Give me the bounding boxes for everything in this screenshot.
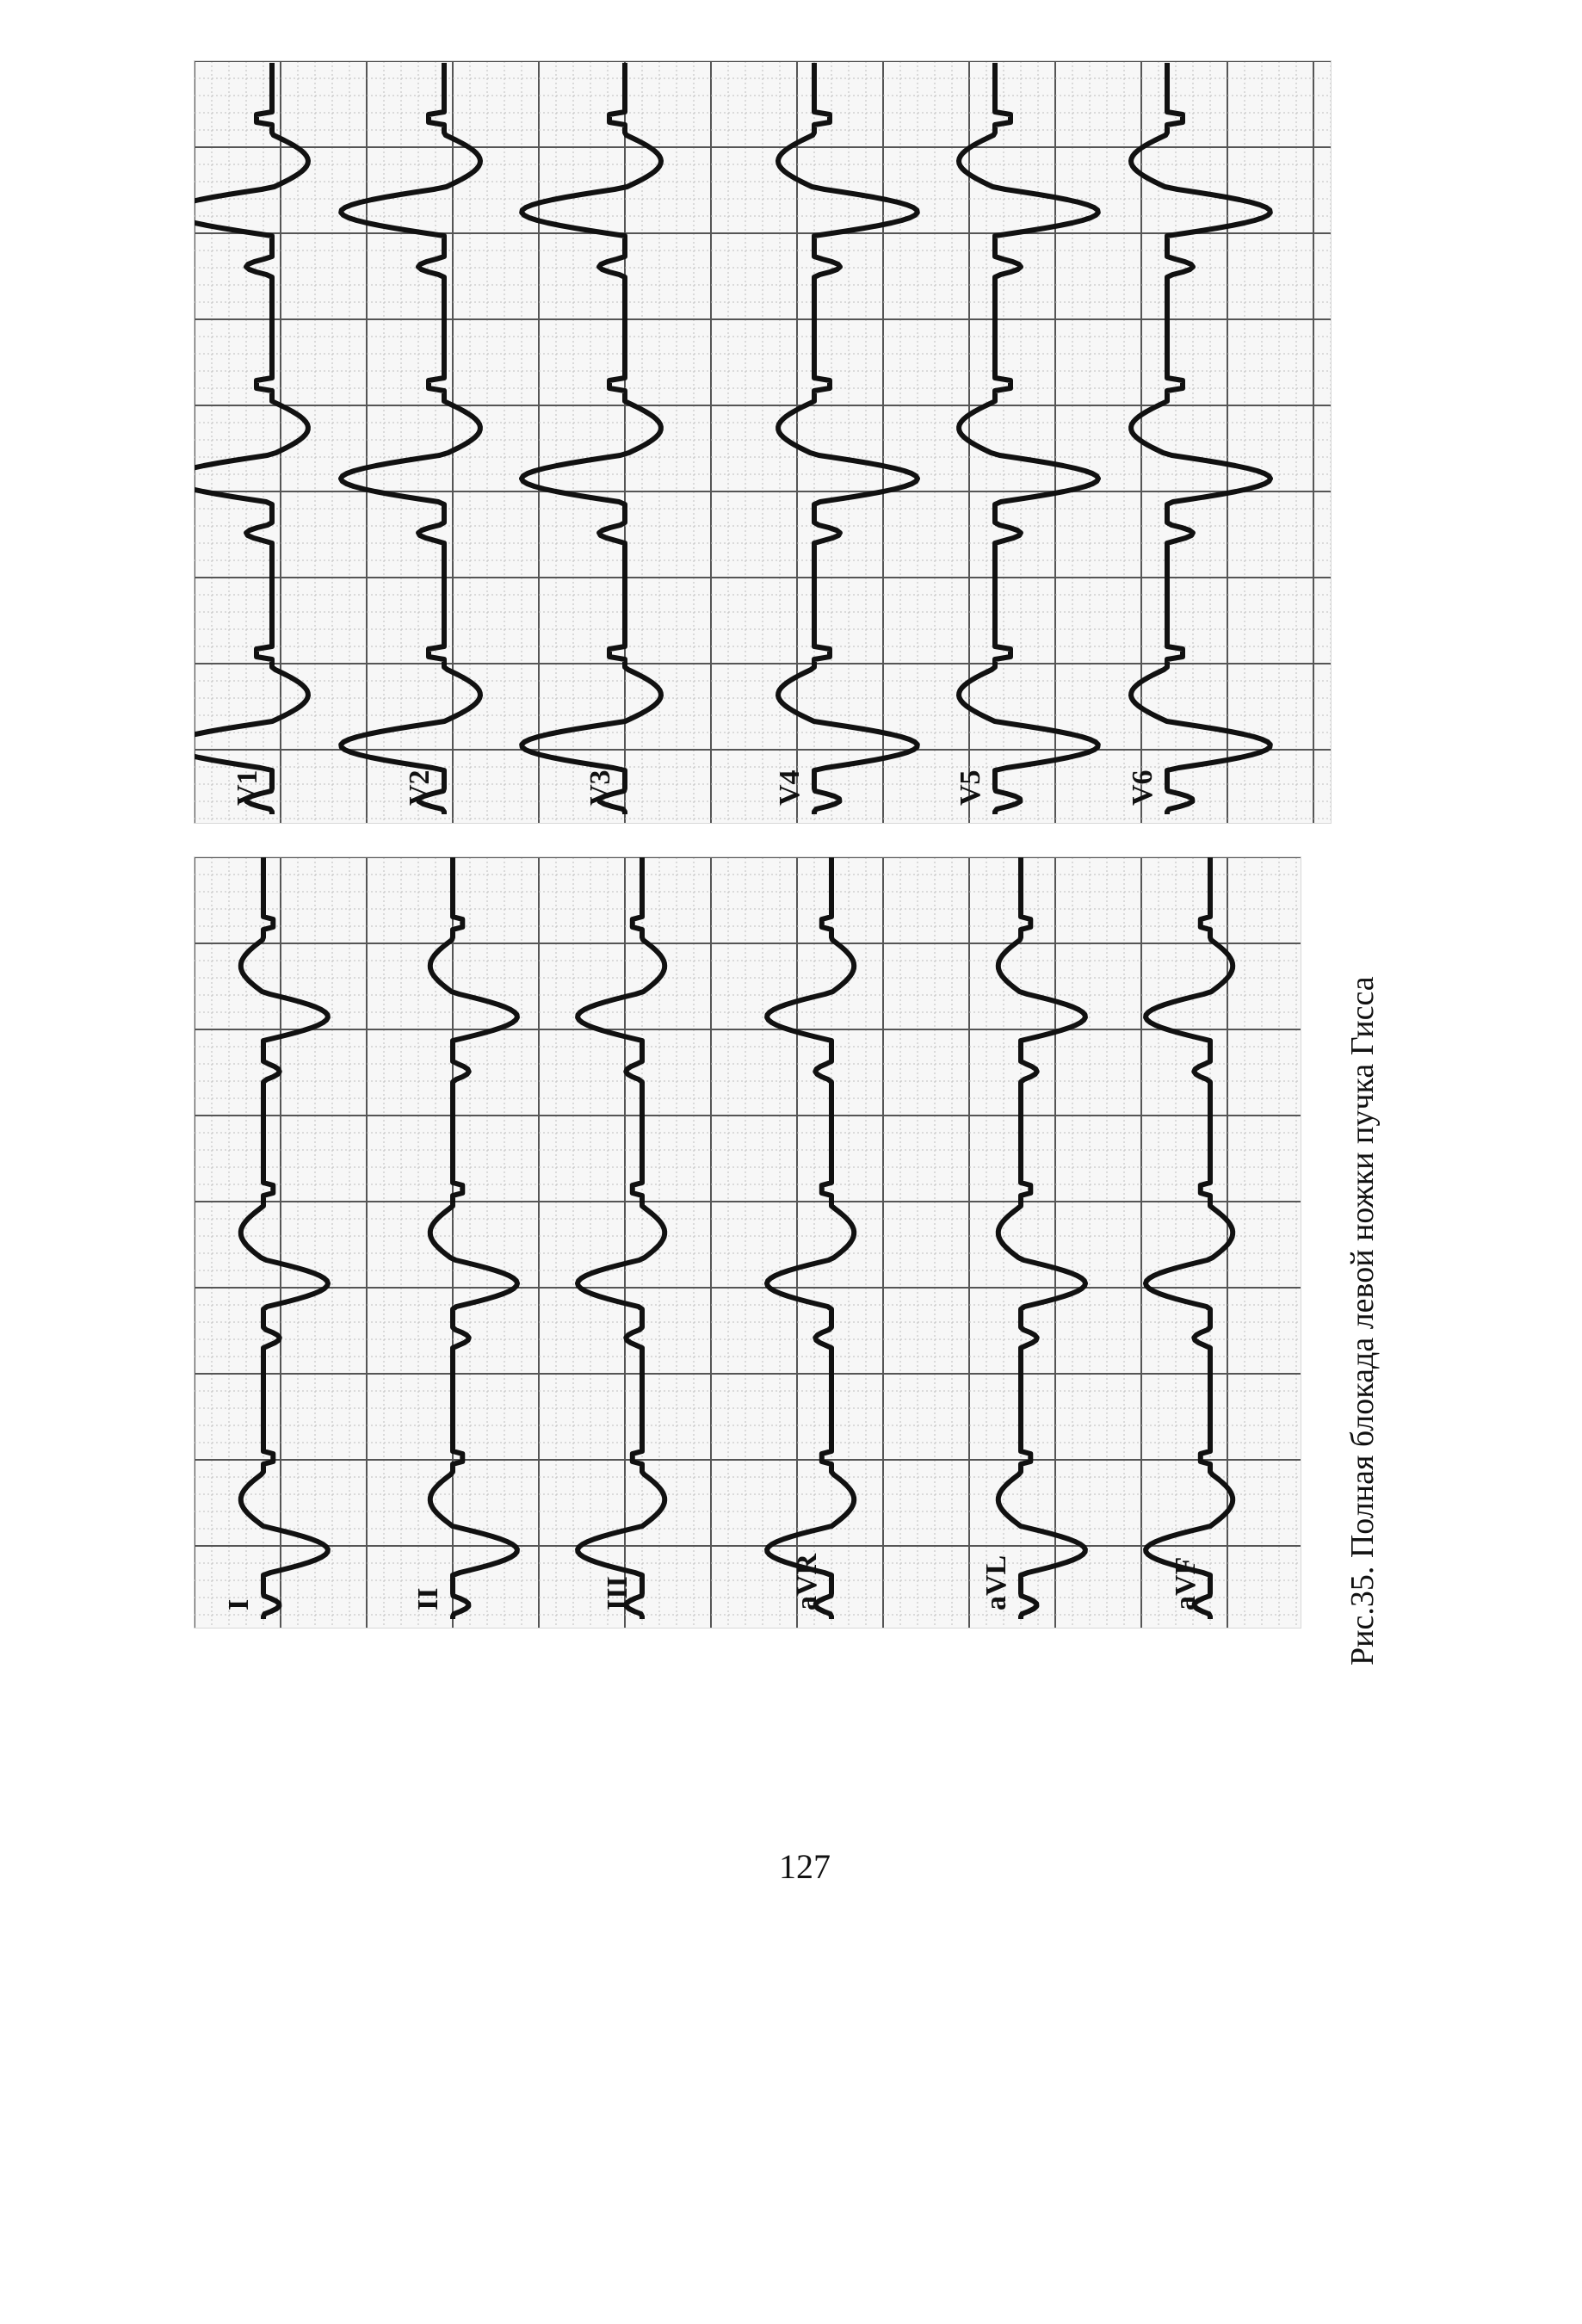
lead-label-v1: V1: [232, 770, 263, 806]
ecg-trace-avl: [995, 857, 1088, 1619]
ecg-trace-v4: [776, 63, 920, 814]
lead-label-avf: aVF: [1170, 1557, 1202, 1610]
lead-label-i: I: [223, 1599, 255, 1610]
figure-caption: Рис.35. Полная блокада левой ножки пучка…: [1338, 826, 1390, 1670]
lead-label-v4: V4: [774, 770, 806, 806]
ecg-trace-avr: [764, 857, 857, 1619]
lead-label-iii: III: [602, 1576, 633, 1610]
lead-label-v3: V3: [584, 770, 616, 806]
ecg-grid-chest: [195, 61, 1331, 823]
ecg-trace-avf: [1143, 857, 1236, 1619]
ecg-trace-v1: [195, 63, 311, 814]
ecg-grid-limb: [195, 857, 1301, 1628]
lead-label-ii: II: [412, 1588, 444, 1610]
page-number: 127: [779, 1847, 831, 1886]
lead-label-v6: V6: [1127, 770, 1159, 806]
lead-label-avr: aVR: [791, 1553, 823, 1610]
lead-label-avl: aVL: [980, 1555, 1012, 1610]
ecg-trace-ii: [427, 857, 520, 1619]
ecg-trace-iii: [575, 857, 668, 1619]
ecg-trace-v2: [338, 63, 483, 814]
ecg-trace-v6: [1128, 63, 1273, 814]
ecg-trace-i: [238, 857, 331, 1619]
ecg-panel-chest-leads: V1 V2 V3 V4 V5 V6: [194, 60, 1332, 824]
ecg-trace-v5: [956, 63, 1101, 814]
lead-label-v2: V2: [404, 770, 436, 806]
figure-caption-text: Рис.35. Полная блокада левой ножки пучка…: [1344, 976, 1381, 1666]
ecg-traces-chest: V1 V2 V3 V4 V5 V6: [195, 63, 1273, 814]
ecg-trace-v3: [519, 63, 664, 814]
lead-label-v5: V5: [955, 770, 986, 806]
